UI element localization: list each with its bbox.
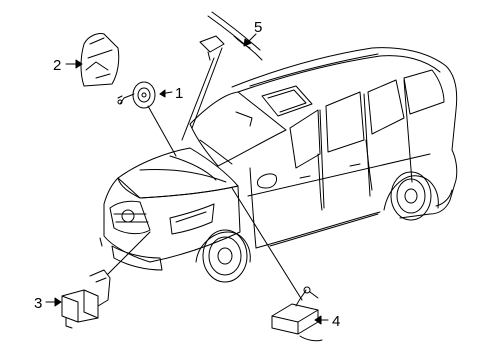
callout-4: 4 — [332, 313, 340, 330]
control-unit-part — [271, 286, 323, 342]
module-cover-part — [80, 33, 120, 87]
callout-1: 1 — [175, 85, 183, 102]
callout-arrows — [45, 33, 329, 325]
antenna-sensor-part — [199, 11, 263, 61]
callout-3: 3 — [34, 295, 42, 312]
horn-part — [117, 81, 156, 109]
vehicle-illustration — [99, 47, 458, 283]
leader-lines — [107, 47, 303, 301]
callout-5: 5 — [254, 19, 262, 36]
bracket-sensor-part — [61, 269, 111, 329]
callout-2: 2 — [53, 57, 61, 74]
